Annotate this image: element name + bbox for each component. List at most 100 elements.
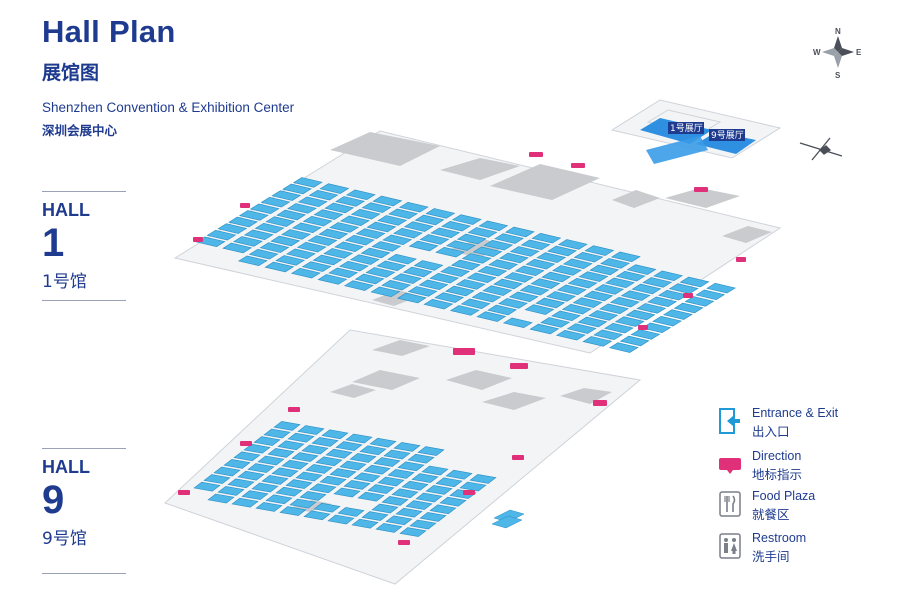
- booth-cluster: [233, 236, 263, 247]
- booth-cluster: [561, 303, 592, 315]
- booth-cluster: [556, 284, 587, 296]
- booth-cluster: [499, 252, 529, 264]
- booth-cluster: [652, 315, 682, 327]
- booth-cluster: [503, 272, 534, 283]
- booth-cluster: [567, 277, 598, 289]
- booth-cluster: [401, 480, 429, 491]
- booth-cluster: [440, 266, 470, 277]
- booth-cluster: [450, 259, 481, 271]
- booth-cluster: [241, 490, 269, 500]
- booth-cluster: [237, 470, 265, 481]
- booth-cluster: [430, 227, 461, 239]
- booth-cluster: [297, 196, 328, 208]
- booth-cluster: [289, 498, 317, 509]
- booth-cluster: [249, 203, 280, 215]
- booth-cluster: [391, 488, 419, 499]
- legend-entrance-cn: 出入口: [752, 424, 790, 439]
- booth-cluster: [305, 464, 333, 474]
- booth-cluster: [369, 437, 397, 448]
- booth-cluster: [459, 481, 487, 492]
- booth-cluster: [373, 457, 401, 467]
- booth-cluster: [551, 310, 581, 322]
- legend-food-cn: 就餐区: [752, 507, 790, 522]
- booth-cluster: [408, 240, 439, 252]
- booth-cluster: [206, 229, 237, 241]
- booth-cluster: [449, 305, 480, 316]
- booth-cluster: [273, 421, 301, 431]
- booth-cluster: [407, 286, 438, 297]
- booth-cluster: [372, 195, 403, 207]
- booth-cluster: [531, 232, 562, 244]
- booth-cluster: [343, 280, 374, 291]
- booth-cluster: [295, 471, 323, 482]
- page-title: Hall Plan: [42, 14, 176, 49]
- booth-cluster: [494, 233, 524, 244]
- booth-cluster: [303, 510, 331, 521]
- booth-cluster: [610, 251, 641, 263]
- booth-cluster: [328, 267, 359, 279]
- booth-cluster: [265, 216, 296, 227]
- booth-cluster: [419, 512, 447, 522]
- booth-cluster: [376, 260, 407, 272]
- booth-cluster: [243, 443, 271, 454]
- booth-cluster: [566, 323, 597, 334]
- booth-cluster: [636, 303, 667, 314]
- booth-cluster: [653, 270, 683, 282]
- booth-cluster: [275, 255, 306, 266]
- booth-cluster: [375, 523, 403, 533]
- booth-cluster: [547, 245, 577, 257]
- booth-cluster: [399, 527, 427, 537]
- booth-cluster: [382, 234, 413, 246]
- booth-cluster: [658, 289, 688, 301]
- minimap-hall9-label: 9号展厅: [711, 130, 744, 141]
- booth-cluster: [222, 242, 253, 254]
- booth-cluster: [572, 297, 603, 308]
- booth-cluster: [371, 503, 399, 514]
- hall9-label-block: HALL 9 9号馆: [42, 448, 126, 574]
- direction-icon: [719, 458, 741, 474]
- booth-cluster: [415, 492, 443, 503]
- booth-cluster: [615, 270, 646, 282]
- booth-cluster: [397, 461, 425, 472]
- booth-cluster: [478, 220, 509, 232]
- hall9-number: 9: [42, 478, 65, 522]
- booth-cluster: [706, 282, 736, 294]
- booth-cluster: [296, 241, 327, 253]
- booth-cluster: [435, 246, 466, 258]
- booth-cluster: [429, 272, 460, 284]
- booth-cluster: [445, 469, 473, 480]
- booth-cluster: [361, 511, 389, 521]
- booth-cluster: [263, 428, 291, 439]
- booth-cluster: [472, 246, 503, 258]
- minimap-hall1-tag: [668, 122, 704, 134]
- booth-cluster: [626, 264, 657, 275]
- booth-cluster: [599, 303, 629, 315]
- booth-cluster: [398, 201, 429, 213]
- booth-cluster: [267, 448, 295, 458]
- booth-cluster: [271, 467, 299, 478]
- booth-cluster: [319, 475, 347, 486]
- booth-cluster: [642, 277, 673, 288]
- booth-cluster: [351, 518, 379, 529]
- legend-entrance-en: Entrance & Exit: [752, 406, 839, 420]
- booth-cluster: [519, 284, 550, 296]
- booth-cluster: [238, 210, 269, 221]
- hall9-booth-clusters: [193, 421, 497, 537]
- booth-cluster: [608, 342, 639, 353]
- booth-cluster: [540, 317, 571, 328]
- booth-cluster: [409, 519, 437, 530]
- booth-cluster: [243, 229, 274, 241]
- booth-cluster: [349, 453, 377, 463]
- hall1-label-cn: 1号馆: [42, 272, 87, 292]
- booth-cluster: [333, 487, 361, 498]
- booth-cluster: [573, 251, 604, 263]
- booth-cluster: [275, 486, 303, 497]
- booth-cluster: [695, 289, 726, 301]
- booth-cluster: [524, 304, 555, 315]
- booth-cluster: [403, 221, 434, 232]
- booth-cluster: [684, 296, 715, 307]
- booth-cluster: [392, 273, 422, 284]
- booth-cluster: [359, 445, 387, 456]
- booth-cluster: [419, 234, 450, 245]
